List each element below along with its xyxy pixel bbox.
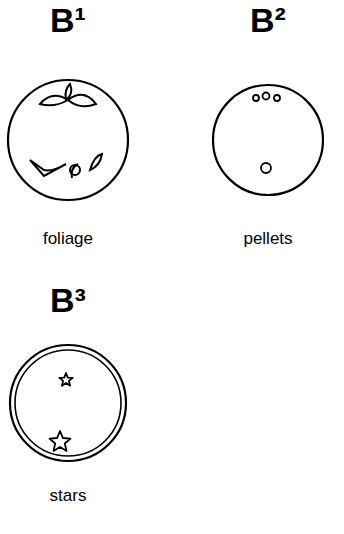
caption-label: pellets bbox=[243, 228, 292, 250]
panel-label: B¹ bbox=[50, 0, 86, 40]
caption-label: foliage bbox=[43, 228, 93, 250]
caption-label: stars bbox=[50, 485, 87, 507]
illustration-circle: B² pellets bbox=[200, 0, 336, 258]
panel-label: B³ bbox=[50, 280, 86, 320]
illustration-circle: B³ stars bbox=[0, 280, 136, 510]
illustration-circle: B¹ foliage bbox=[0, 0, 136, 258]
panel-label: B² bbox=[250, 0, 286, 40]
